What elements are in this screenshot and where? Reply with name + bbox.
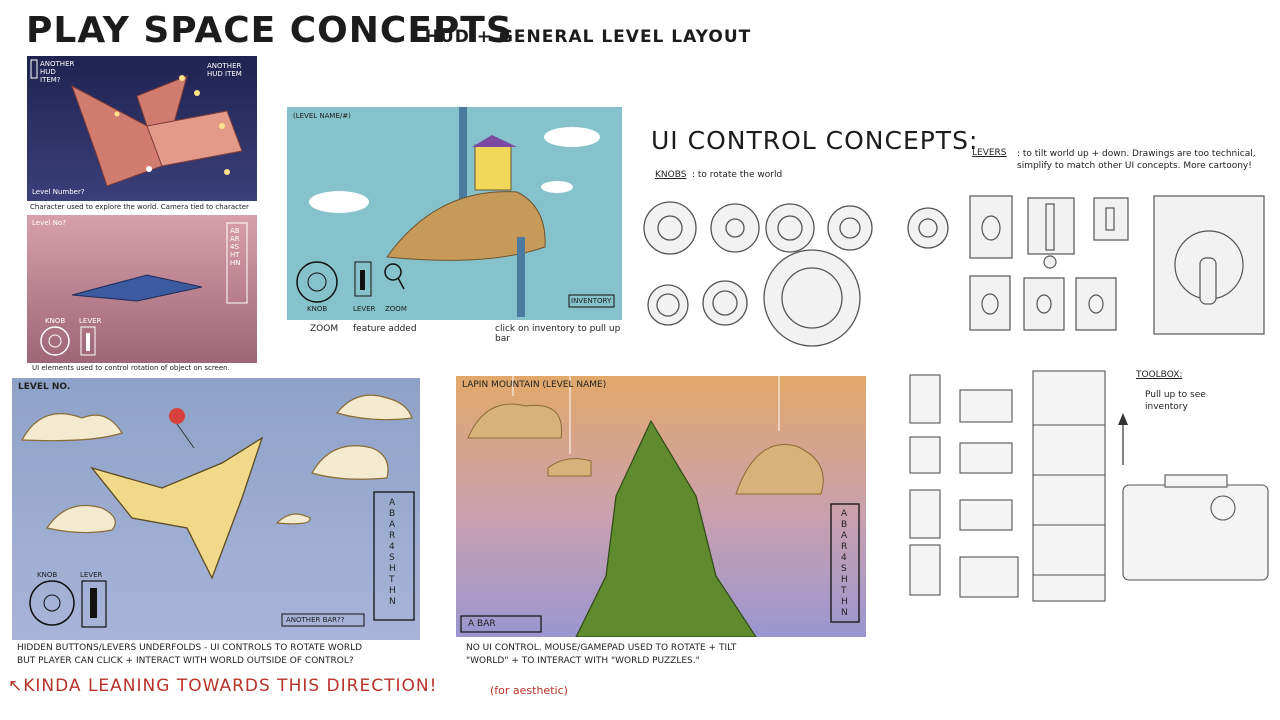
crane-night-illustration bbox=[30, 59, 243, 187]
pink-side-bar[interactable]: ABAR4SHTHN bbox=[230, 227, 241, 267]
another-bar[interactable]: ANOTHER BAR?? bbox=[286, 616, 345, 624]
island-zoom-label: ZOOM bbox=[385, 305, 407, 313]
island-lever-label: LEVER bbox=[353, 305, 376, 313]
panel-pink: Level No? ABAR4SHTHN KNOB LEVER bbox=[27, 215, 257, 363]
toolbox-sketches bbox=[909, 370, 1269, 602]
aesthetic-note: (for aesthetic) bbox=[490, 684, 568, 697]
knobs-label: KNOBS bbox=[655, 170, 687, 180]
island-note-zoom: ZOOM bbox=[310, 324, 339, 334]
ui-concepts-title: UI CONTROL CONCEPTS: bbox=[651, 126, 979, 155]
mountain-illustration bbox=[460, 376, 860, 637]
toolbox-title: TOOLBOX: bbox=[1136, 370, 1183, 380]
hud-top-right: ANOTHER HUD ITEM bbox=[207, 62, 242, 78]
blue-level-label: LEVEL NO. bbox=[18, 382, 71, 392]
blue-knob-label: KNOB bbox=[37, 571, 58, 579]
pink-panel-illustration bbox=[40, 222, 248, 356]
hud-top-left: ANOTHER HUD ITEM? bbox=[40, 60, 75, 84]
island-level-label: (LEVEL NAME/#) bbox=[293, 112, 351, 120]
page-title: PLAY SPACE CONCEPTS bbox=[26, 10, 513, 51]
mountain-caption-line1: NO UI CONTROL. MOUSE/GAMEPAD USED TO ROT… bbox=[466, 643, 737, 653]
page-subtitle: : HUD + GENERAL LEVEL LAYOUT bbox=[410, 27, 752, 47]
knobs-note: : to rotate the world bbox=[692, 170, 783, 180]
lever-sketches bbox=[969, 195, 1265, 335]
leaning-note: ↖KINDA LEANING TOWARDS THIS DIRECTION! bbox=[8, 676, 438, 696]
inventory-button[interactable]: INVENTORY bbox=[571, 297, 612, 305]
island-note-inventory: click on inventory to pull up bar bbox=[495, 324, 621, 344]
mountain-bottom-bar[interactable]: A BAR bbox=[468, 619, 496, 629]
pink-knob-label: KNOB bbox=[45, 317, 66, 325]
levers-note: : to tilt world up + down. Drawings are … bbox=[1017, 149, 1256, 171]
mountain-caption-line2: "WORLD" + TO INTERACT WITH "WORLD PUZZLE… bbox=[466, 656, 700, 666]
blue-lever-label: LEVER bbox=[80, 571, 103, 579]
pink-level-label: Level No? bbox=[32, 219, 66, 227]
mountain-level-label: LAPIN MOUNTAIN (LEVEL NAME) bbox=[462, 380, 607, 390]
island-note-feature: feature added bbox=[353, 324, 417, 334]
island-illustration bbox=[296, 107, 615, 317]
island-knob-label: KNOB bbox=[307, 305, 328, 313]
blue-crane-illustration bbox=[21, 394, 415, 628]
panel-mountain: LAPIN MOUNTAIN (LEVEL NAME) A BAR 4 SHTH… bbox=[456, 376, 866, 637]
blue-caption-line1: HIDDEN BUTTONS/LEVERS UNDERFOLDS - UI CO… bbox=[17, 643, 363, 653]
pink-lever-label: LEVER bbox=[79, 317, 102, 325]
knob-sketches bbox=[643, 201, 949, 347]
blue-side-bar[interactable]: A BAR 4 SHTHN bbox=[389, 498, 396, 607]
panel-crane-night: ANOTHER HUD ITEM? ANOTHER HUD ITEM Level… bbox=[27, 56, 257, 201]
panel-island: (LEVEL NAME/#) KNOB LEVER ZOOM INVENTORY bbox=[287, 107, 622, 320]
blue-caption-line2: BUT PLAYER CAN CLICK + INTERACT WITH WOR… bbox=[17, 656, 354, 666]
panel-blue-crane: LEVEL NO. A BAR 4 SHTHN KNOB LEVER ANOTH… bbox=[12, 378, 420, 640]
levers-label: LEVERS bbox=[972, 148, 1007, 158]
toolbox-note: Pull up to see inventory bbox=[1145, 390, 1206, 412]
crane-night-caption: Character used to explore the world. Cam… bbox=[30, 203, 249, 211]
mountain-side-bar[interactable]: A BAR 4 SHTHN bbox=[841, 509, 848, 618]
level-number-label: Level Number? bbox=[32, 188, 85, 196]
pink-caption: UI elements used to control rotation of … bbox=[32, 364, 230, 372]
